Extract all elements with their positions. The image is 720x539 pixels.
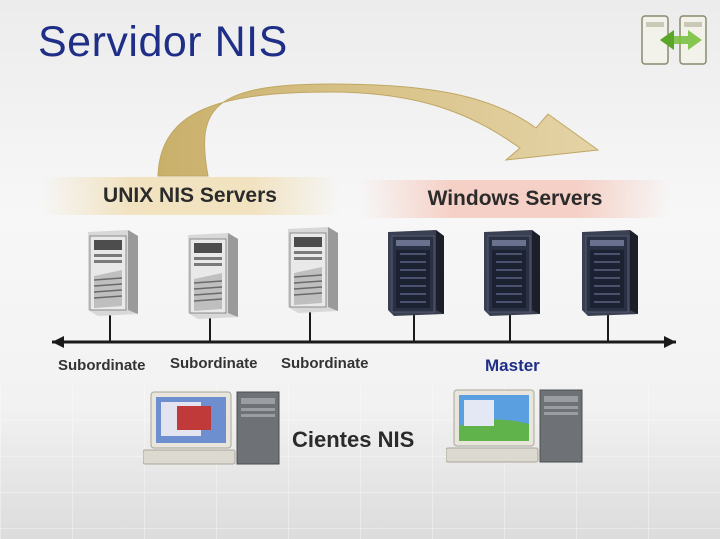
windows-server-icon [484, 230, 540, 316]
background-tiles [0, 385, 720, 539]
subordinate-label: Subordinate [58, 357, 146, 374]
subordinate-label: Subordinate [281, 355, 369, 372]
master-label: Master [485, 356, 540, 375]
unix-servers-heading: UNIX NIS Servers [40, 177, 340, 215]
client-computer-icon [446, 389, 583, 463]
subordinate-label: Subordinate [170, 355, 258, 372]
windows-server-icon [582, 230, 638, 316]
nis-clients-label: Cientes NIS [292, 427, 415, 452]
servers-logo-icon [641, 15, 707, 65]
unix-server-icon [288, 227, 338, 313]
windows-server-icon [388, 230, 444, 316]
windows-servers-heading: Windows Servers [360, 180, 670, 218]
unix-server-icon [88, 230, 138, 316]
client-computer-icon [143, 391, 280, 465]
unix-server-icon [188, 233, 238, 319]
page-title: Servidor NIS [38, 18, 288, 66]
